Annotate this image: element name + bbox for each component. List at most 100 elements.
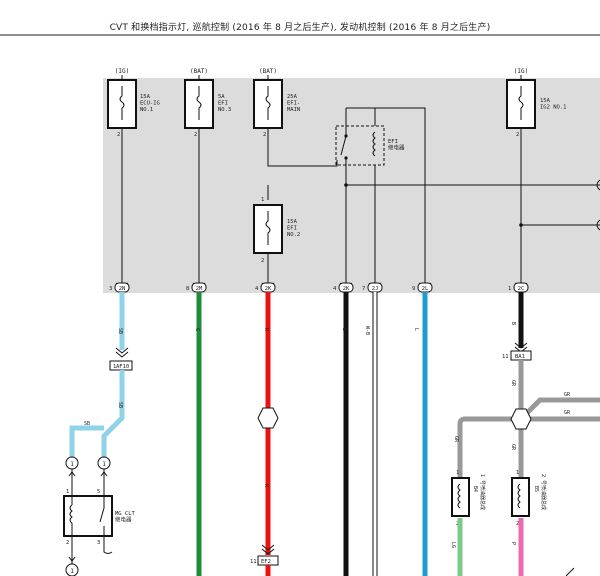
relay-pin: 5 — [97, 489, 100, 495]
wire-sb — [101, 370, 125, 462]
wire-code: G — [194, 328, 200, 331]
connector-pin: 8 — [186, 286, 189, 292]
fuse-source-label: (BAT) — [259, 68, 277, 75]
fuse-pin: 2 — [516, 132, 519, 138]
inline-connector-af10: 1 AF10 — [109, 347, 133, 371]
junction-pin — [65, 563, 79, 576]
connector-id: 2J — [372, 286, 379, 292]
connector-id: EF2 — [261, 559, 271, 565]
wire-gr — [519, 397, 600, 421]
wire-gr — [457, 416, 521, 486]
wire-code: P — [510, 542, 516, 545]
connector-pin: 4 — [333, 286, 337, 292]
fuse-element — [119, 86, 125, 120]
relay-coil — [370, 131, 380, 158]
wire — [71, 469, 105, 496]
connector-2C: 2C 1 — [508, 282, 529, 293]
connector-id: AF10 — [116, 364, 129, 370]
wire-code: GR — [510, 444, 516, 451]
wire-code: SB — [84, 421, 90, 427]
connector-id: 2K — [265, 286, 272, 292]
injector-id: B5 — [533, 486, 539, 492]
fuse-element — [196, 86, 202, 120]
connector-2J: 2J 7 — [362, 282, 383, 293]
wire-code: GR — [564, 392, 571, 398]
fuse-source-label: (BAT) — [190, 68, 208, 75]
wire — [103, 536, 113, 554]
injector-b5: 1 B5 2 号喷油器总成 2 — [511, 470, 547, 527]
wire-code: GR — [510, 380, 516, 387]
page-title: CVT 和换档指示灯, 巡航控制 (2016 年 8 月之后生产), 发动机控制… — [109, 23, 491, 33]
wire — [565, 567, 575, 576]
wire-code: R — [263, 484, 269, 488]
wire-code: L — [413, 328, 419, 331]
fuse-source-label: (IG) — [514, 68, 528, 75]
splice-point — [510, 408, 532, 430]
connector-pin: 7 — [362, 286, 365, 292]
wire — [267, 128, 338, 167]
wire-sb — [69, 425, 104, 462]
connector-pin: 11 — [502, 354, 509, 360]
junction-pin-label: 1 — [70, 568, 74, 575]
relay-pin: 2 — [66, 540, 69, 546]
splice-dot — [519, 223, 523, 227]
wire-code: GR — [453, 436, 459, 443]
arrow — [68, 471, 108, 477]
connector-id: 2C — [518, 286, 525, 292]
junction-pin-label: 1 — [102, 461, 106, 468]
connector-id: 2K — [343, 286, 350, 292]
fuse-source-label: (IG) — [115, 68, 129, 75]
connector-pin: 11 — [250, 559, 257, 565]
connector-pin: 9 — [412, 286, 415, 292]
fuse-pin: 2 — [263, 132, 266, 138]
relay-switch — [340, 108, 347, 185]
connector-id: 2N — [119, 286, 126, 292]
fuse-pin: 2 — [117, 132, 120, 138]
wire-code: GR — [564, 410, 571, 416]
wire-code: LG — [450, 542, 456, 548]
fuse-element — [265, 86, 271, 120]
connector-pin: 4 — [255, 286, 259, 292]
inline-connector-ef2: 11 EF2 — [250, 544, 279, 566]
connector-2N: 2N 3 — [109, 282, 130, 293]
ground-arc — [596, 219, 600, 231]
splice-point — [257, 407, 279, 429]
injector-id: B4 — [472, 486, 478, 492]
connector-pin: 1 — [113, 364, 116, 370]
connector-id: 2L — [422, 286, 429, 292]
fuse-element — [518, 86, 524, 120]
inline-connector-ba1: 11 BA1 — [502, 342, 532, 361]
injector-label: 2 号喷油器总成 — [540, 474, 547, 510]
injector-b4: 1 B4 1 号喷油器总成 2 — [451, 470, 486, 527]
connector-2L: 2L 9 — [412, 282, 433, 293]
connector-id: 2M — [196, 286, 203, 292]
relay-contact — [344, 156, 348, 160]
fuse-pin: 1 — [261, 197, 264, 203]
wire-code: SB — [117, 328, 123, 334]
wire-code: R — [263, 328, 269, 332]
relay-pin: 1 — [66, 489, 69, 495]
wire-code: B — [341, 328, 347, 331]
connector-id: BA1 — [515, 354, 525, 360]
injector-pin: 2 — [516, 521, 519, 527]
arrow — [68, 556, 76, 562]
efi-relay-box — [335, 125, 385, 166]
wire-code: B — [510, 322, 516, 325]
relay-pin: 3 — [97, 540, 100, 546]
junction-pin-label: 1 — [70, 461, 74, 468]
wire-code: SB — [117, 402, 123, 408]
connector-2K: 2K 4 — [255, 282, 276, 293]
wire-code: W-B — [364, 326, 370, 335]
wire — [346, 107, 426, 283]
connector-pin: 1 — [508, 286, 511, 292]
fuse-element — [265, 211, 271, 245]
connector-2K: 2K 4 — [333, 282, 354, 293]
